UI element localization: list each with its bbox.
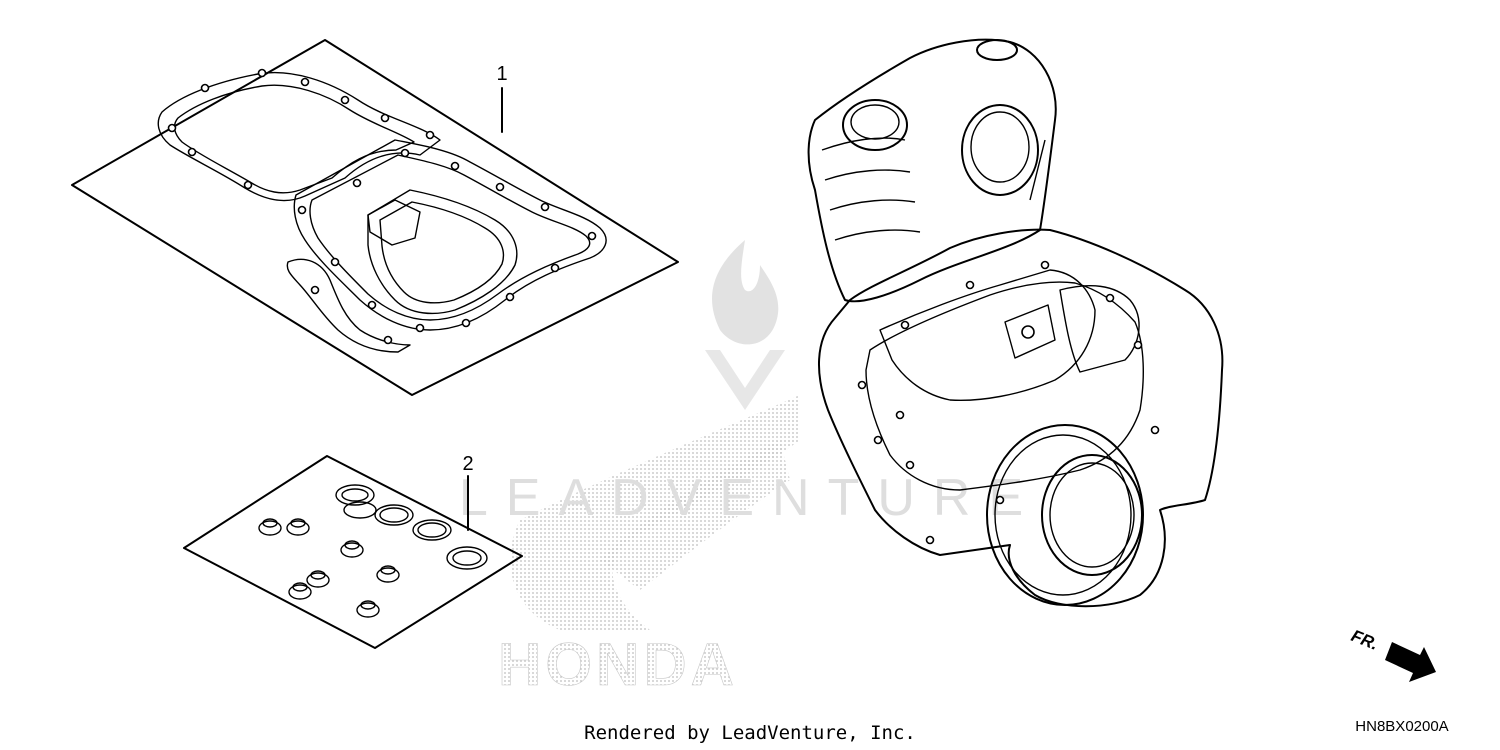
leadventure-text-watermark: LEADVENTURE xyxy=(459,469,1041,527)
callout-1-label: 1 xyxy=(496,63,507,85)
callout-2: 2 xyxy=(462,453,474,531)
callout-2-label: 2 xyxy=(462,453,473,475)
render-credit: Rendered by LeadVenture, Inc. xyxy=(584,722,916,744)
honda-text-watermark: HONDA xyxy=(498,631,738,698)
engine-assembly xyxy=(807,38,1224,608)
front-label: FR. xyxy=(1349,626,1382,654)
front-arrow-icon xyxy=(1385,642,1436,682)
leadventure-flame-watermark xyxy=(705,240,785,410)
diagram-code: HN8BX0200A xyxy=(1355,718,1448,735)
part-1-gasket-sheet[interactable] xyxy=(71,39,679,396)
part-2-seal-set[interactable] xyxy=(183,455,523,649)
callout-1: 1 xyxy=(496,63,508,133)
front-direction-indicator: FR. xyxy=(1349,626,1436,682)
valve-seal xyxy=(258,518,400,618)
honda-wing-watermark xyxy=(510,395,800,630)
